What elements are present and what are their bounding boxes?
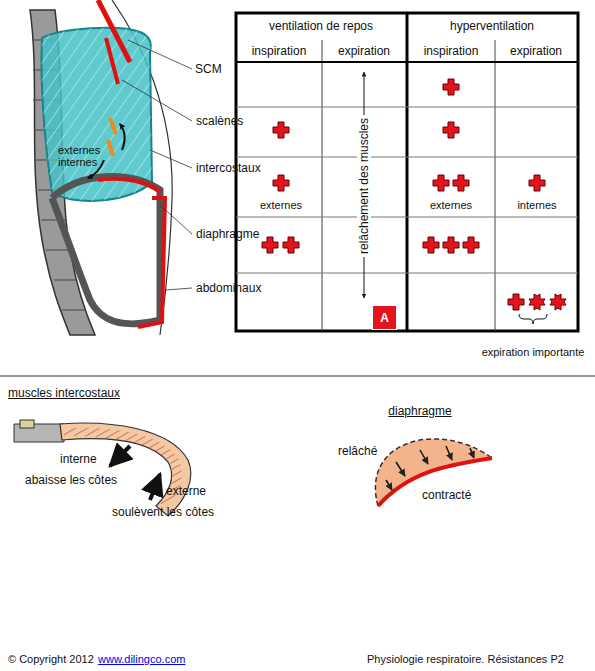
label-text: diaphragme [196, 227, 259, 241]
label-text: internes [58, 155, 97, 169]
bracket [519, 314, 547, 324]
label-text: expiration importante [482, 345, 585, 359]
diaphragm-muscle [98, 179, 160, 192]
label-text: abaisse les côtes [25, 473, 117, 487]
label-text: relâchement des muscles [357, 115, 371, 257]
label-text: externes [430, 198, 472, 212]
label-text: ventilation de repos [269, 19, 373, 33]
intercostal-external [110, 118, 116, 134]
label-text: interne [60, 452, 97, 466]
label-text: scalènes [196, 114, 243, 128]
marker-letter: A [380, 311, 389, 325]
label-text: relâché [338, 444, 377, 458]
scalene-muscle [106, 38, 118, 84]
label-text: soulèvent les côtes [112, 505, 214, 519]
label-text: inspiration [424, 44, 479, 58]
rib-up-arrow [120, 124, 125, 150]
activity-crosses [262, 79, 566, 310]
diaphragm-drawing [375, 439, 492, 506]
leader-lines [122, 40, 192, 290]
separator [0, 376, 595, 377]
label-text: externe [166, 484, 206, 498]
label-text: diaphragme [388, 404, 451, 418]
label-text: hyperventilation [450, 19, 534, 33]
label-text: contracté [422, 488, 471, 502]
label-text: externes [58, 143, 100, 157]
label-text: expiration [338, 44, 390, 58]
label-text: internes [517, 198, 556, 212]
label-text: © Copyright 2012 [8, 652, 94, 666]
label-text: SCM [195, 62, 222, 76]
thorax-drawing [30, 0, 192, 335]
marker-box: A [372, 305, 397, 330]
abdominal-muscle [138, 198, 165, 327]
table-grid [236, 13, 578, 331]
label-text: externes [260, 198, 302, 212]
label-text: intercostaux [196, 161, 261, 175]
intercostal-internal [108, 140, 113, 156]
label-text: abdominaux [196, 281, 261, 295]
abdomen-outline [52, 177, 160, 324]
label-text: www.dilingco.com [98, 652, 185, 666]
label-text: muscles intercostaux [8, 386, 120, 400]
scm-muscle [98, 0, 130, 62]
label-text: inspiration [252, 44, 307, 58]
label-text: expiration [510, 44, 562, 58]
label-text: Physiologie respiratoire. Résistances P2 [367, 652, 564, 666]
rib-drawing [14, 420, 191, 516]
